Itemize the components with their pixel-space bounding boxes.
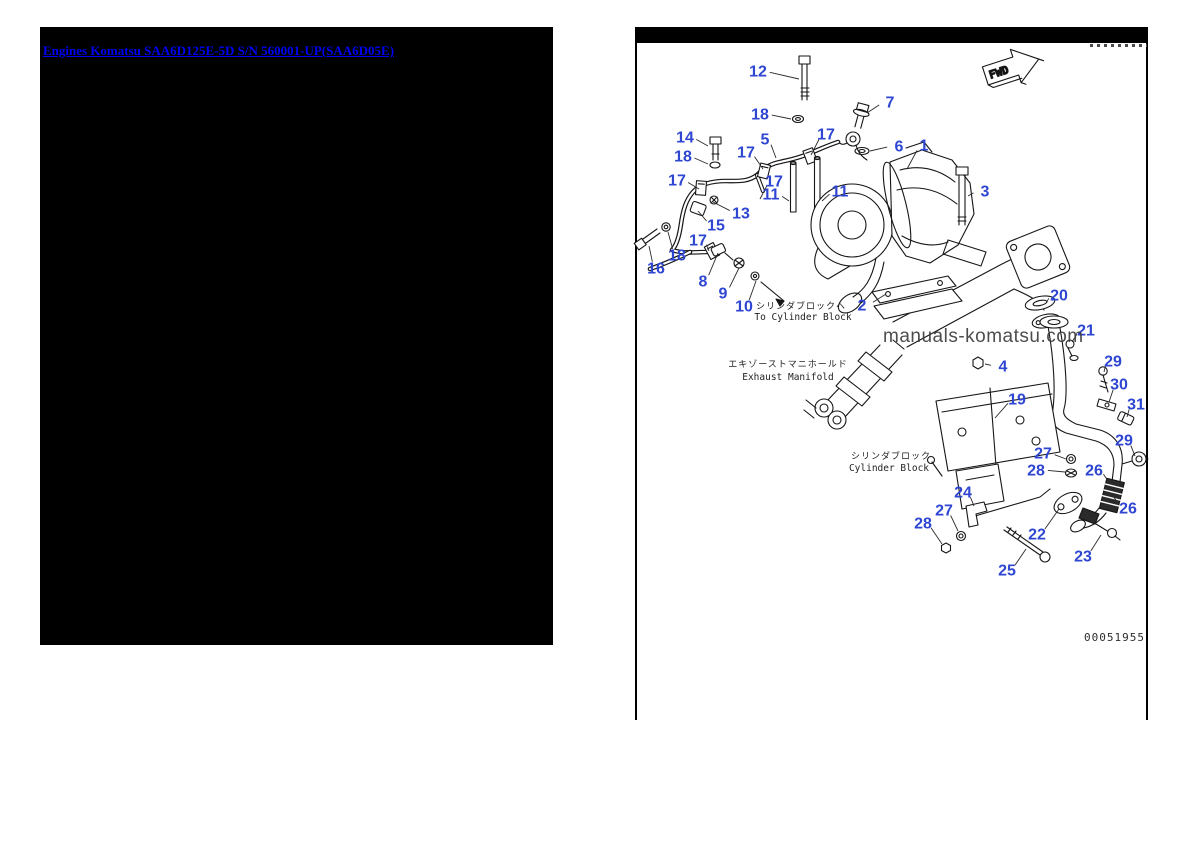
diagram-top-bar (635, 27, 1148, 43)
watermark: manuals-komatsu.com (883, 326, 1084, 347)
left-cover-panel: Engines Komatsu SAA6D125E-5D S/N 560001-… (40, 27, 553, 645)
figure-number: 00051955 (1084, 631, 1145, 644)
diagram-panel (635, 27, 1148, 720)
breadcrumb-link[interactable]: Engines Komatsu SAA6D125E-5D S/N 560001-… (43, 43, 395, 58)
diagram-frame (635, 43, 1148, 720)
perforation-marks (1090, 44, 1147, 47)
